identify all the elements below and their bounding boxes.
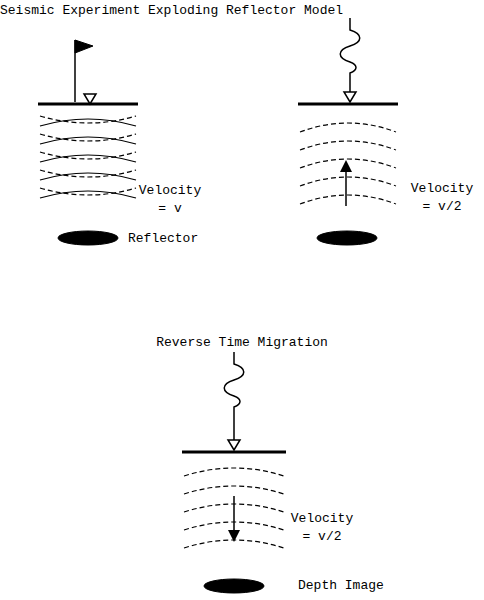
upgoing-wavefront (40, 173, 136, 180)
propagation-arrow (233, 496, 235, 532)
velocity-label: Velocity = v/2 (410, 180, 474, 216)
upgoing-wavefront (40, 155, 136, 162)
upgoing-wavefront (40, 137, 136, 144)
wavelet-symbol (340, 18, 360, 92)
wavefronts (300, 123, 396, 204)
reverse-time-migration-panel (182, 352, 286, 593)
seismic-experiment-panel (38, 40, 138, 245)
wavefronts (40, 116, 136, 198)
upgoing-wavefront (300, 177, 396, 186)
upgoing-wavefront (40, 191, 136, 198)
propagation-arrow (345, 170, 347, 206)
surface-line (38, 103, 138, 106)
velocity-label: Velocity = v/2 (290, 510, 354, 546)
panel-title: Exploding Reflector Model (148, 2, 484, 20)
downgoing-wavefront (184, 486, 284, 494)
surface-line (298, 103, 398, 106)
upgoing-wavefront (300, 141, 396, 150)
arrow-head (340, 160, 352, 172)
wavefronts (184, 468, 284, 548)
depth-image-ellipse (204, 579, 264, 593)
receiver-symbol (84, 94, 96, 104)
reflector-ellipse (317, 231, 377, 245)
surface-line (182, 451, 286, 454)
reflector-label: Reflector (128, 230, 238, 248)
receiver-symbol (228, 440, 240, 450)
reflector-ellipse (58, 231, 118, 245)
upgoing-wavefront (300, 195, 396, 204)
source-flag (75, 40, 93, 53)
arrow-head (228, 530, 240, 542)
exploding-reflector-panel (298, 18, 398, 245)
panel-title: Reverse Time Migration (120, 334, 364, 352)
velocity-label: Velocity = v (138, 182, 202, 218)
downgoing-wavefront (184, 468, 284, 476)
upgoing-wavefront (40, 119, 136, 126)
upgoing-wavefront (300, 123, 396, 132)
image-label: Depth Image (298, 577, 448, 595)
receiver-symbol (344, 92, 356, 102)
wavelet-symbol (224, 352, 244, 440)
